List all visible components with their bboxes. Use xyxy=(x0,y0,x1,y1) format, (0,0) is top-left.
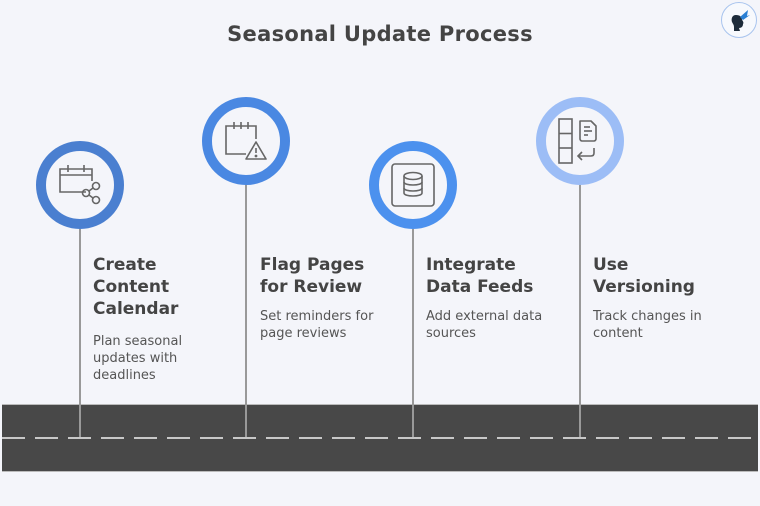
step-2-description: Set reminders for page reviews xyxy=(260,308,400,342)
step-1-title-line: Content xyxy=(93,277,170,297)
version-document-icon xyxy=(558,118,597,164)
step-1-connector xyxy=(79,229,81,437)
step-3-circle xyxy=(369,141,457,229)
step-1-desc-line: deadlines xyxy=(93,368,156,383)
step-2-title-line: for Review xyxy=(260,277,363,297)
step-2-desc-line: Set reminders for xyxy=(260,309,374,324)
step-4-circle xyxy=(536,97,624,185)
step-4-title: Use Versioning xyxy=(593,254,743,298)
step-2-connector xyxy=(245,185,247,437)
step-4-desc-line: Track changes in xyxy=(593,309,702,324)
step-3-title-line: Data Feeds xyxy=(426,277,534,297)
step-3-title: Integrate Data Feeds xyxy=(426,254,576,298)
profile-butterfly-logo-icon xyxy=(731,10,750,31)
step-1-title-line: Calendar xyxy=(93,299,179,319)
calendar-share-icon xyxy=(59,165,101,205)
step-2-title: Flag Pages for Review xyxy=(260,254,410,298)
step-4-description: Track changes in content xyxy=(593,308,733,342)
step-4-connector xyxy=(579,185,581,437)
road-dashed-centerline xyxy=(2,437,758,439)
step-2-circle xyxy=(202,97,290,185)
timeline-road xyxy=(2,404,758,472)
step-2-title-line: Flag Pages xyxy=(260,255,365,275)
step-3-desc-line: sources xyxy=(426,326,476,341)
database-icon xyxy=(391,163,435,207)
diagram-title: Seasonal Update Process xyxy=(227,22,533,46)
step-4-title-line: Use xyxy=(593,255,629,275)
step-4-desc-line: content xyxy=(593,326,643,341)
step-1-description: Plan seasonal updates with deadlines xyxy=(93,333,233,384)
step-3-desc-line: Add external data xyxy=(426,309,543,324)
step-1-desc-line: updates with xyxy=(93,351,178,366)
logo xyxy=(721,2,757,38)
step-1-circle xyxy=(36,141,124,229)
step-3-title-line: Integrate xyxy=(426,255,516,275)
step-1-title-line: Create xyxy=(93,255,157,275)
step-4-title-line: Versioning xyxy=(593,277,695,297)
step-1-title: Create Content Calendar xyxy=(93,254,243,320)
step-3-connector xyxy=(412,229,414,437)
step-3-description: Add external data sources xyxy=(426,308,566,342)
step-1-desc-line: Plan seasonal xyxy=(93,334,183,349)
calendar-warning-icon xyxy=(225,122,267,160)
step-2-desc-line: page reviews xyxy=(260,326,347,341)
